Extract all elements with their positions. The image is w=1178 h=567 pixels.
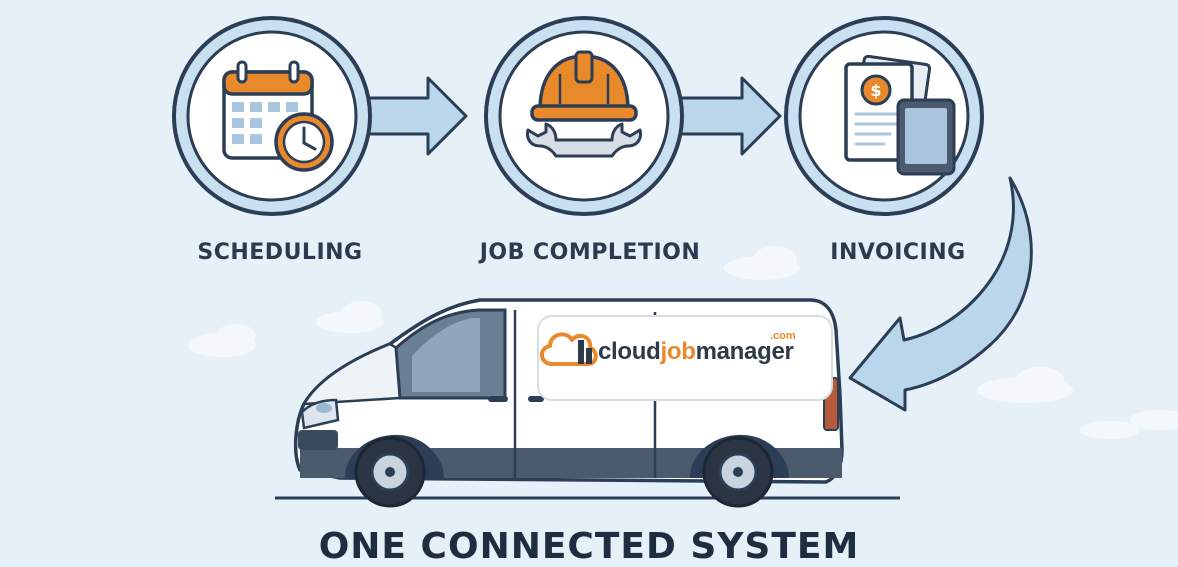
brand-part-manager: manager xyxy=(695,338,794,365)
step-label-invoicing: INVOICING xyxy=(830,240,966,265)
front-wheel xyxy=(345,434,444,508)
brand-wordmark: cloudjobmanager xyxy=(598,338,794,366)
rear-wheel xyxy=(690,434,789,508)
step-label-scheduling: SCHEDULING xyxy=(197,240,363,265)
svg-text:$: $ xyxy=(870,81,881,100)
brand-part-job: job xyxy=(660,338,696,365)
brand-tld: .com xyxy=(770,330,796,342)
invoice-tablet-icon: $ xyxy=(844,54,956,176)
calendar-clock-icon xyxy=(222,60,334,172)
brand-part-cloud: cloud xyxy=(598,338,661,365)
page-title: ONE CONNECTED SYSTEM xyxy=(318,526,860,567)
arrow-invoicing-to-van xyxy=(848,176,1033,412)
service-van xyxy=(293,298,844,508)
background-clouds xyxy=(188,246,1178,439)
step-label-job-completion: JOB COMPLETION xyxy=(479,240,701,265)
brand-logo-icon xyxy=(540,332,598,366)
hardhat-wrench-icon xyxy=(526,50,642,158)
